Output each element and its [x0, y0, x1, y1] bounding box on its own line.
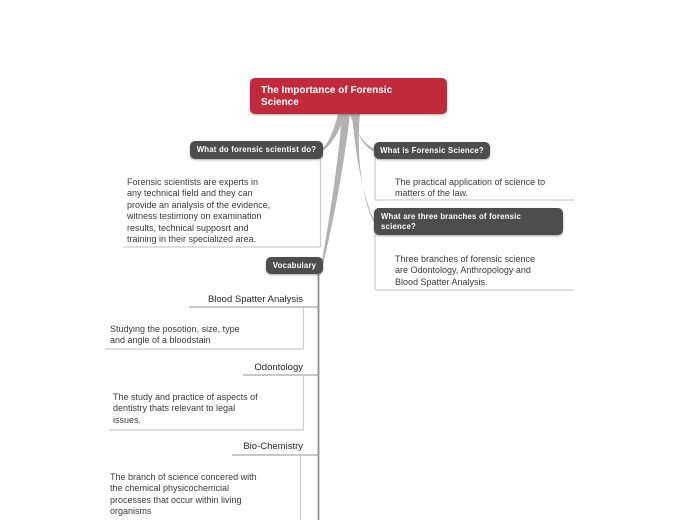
- term-bio-chemistry[interactable]: Bio-Chemistry: [243, 441, 303, 452]
- branch-curve-vocabulary: [321, 114, 350, 266]
- text-line: dentistry thats relevant to legal: [113, 403, 236, 414]
- branch-curve-three-branches: [352, 114, 374, 223]
- note-what-do-answer[interactable]: Forensic scientists are experts in any t…: [127, 177, 270, 245]
- connector-three-branches-note: [374, 234, 574, 291]
- connector-what-do-note: [123, 159, 322, 248]
- text-line: Studying the posotion, size, type: [110, 324, 240, 334]
- root-node[interactable]: The Importance of Forensic Science: [250, 78, 447, 114]
- text-line: Forensic scientists are experts in: [127, 177, 259, 187]
- term-blood-spatter-analysis[interactable]: Blood Spatter Analysis: [207, 294, 303, 305]
- text-line: science?: [381, 221, 416, 231]
- node-what-do-forensic-scientists-do[interactable]: What do forensic scientist do?: [190, 141, 323, 159]
- text-line: issues.: [113, 414, 142, 425]
- text-line: provide an analysis of the evidence,: [127, 199, 271, 210]
- node-vocabulary[interactable]: Vocabulary: [266, 257, 323, 274]
- text-line: witness testimony on examination: [127, 211, 262, 222]
- text-line: The practical application of science to: [395, 177, 546, 187]
- text-line: What are three branches of forensic: [381, 212, 522, 221]
- text-line: training in their specialized area.: [127, 234, 257, 245]
- text-line: The Importance of Forensic: [261, 85, 393, 96]
- text-line: organisms: [110, 506, 152, 517]
- text-line: Science: [261, 96, 299, 108]
- text-line: results, technical supposrt and: [127, 222, 249, 233]
- text-line: processes that occur within living: [110, 494, 242, 505]
- text-line: are Odontology, Anthropology and: [395, 265, 531, 276]
- note-what-is-answer[interactable]: The practical application of science to …: [395, 177, 545, 200]
- definition-blood-spatter[interactable]: Studying the posotion, size, type and an…: [110, 324, 240, 347]
- text-line: any technical field and they can: [127, 188, 253, 199]
- note-three-branches-answer[interactable]: Three branches of forensic science are O…: [395, 254, 535, 288]
- connector-what-is-note: [374, 158, 574, 201]
- text-line: Three branches of forensic science: [395, 254, 536, 264]
- connector-odontology-def: [109, 375, 305, 431]
- branch-curve-what-do: [323, 114, 346, 151]
- text-line: the chemical physicochemcial: [110, 483, 230, 494]
- text-line: The branch of science concered with: [110, 472, 257, 482]
- text-line: The study and practice of aspects of: [113, 392, 258, 402]
- text-line: matters of the law.: [395, 188, 469, 199]
- connector-blood-spatter-def: [105, 307, 305, 350]
- node-three-branches[interactable]: What are three branches of forensic scie…: [374, 208, 563, 235]
- definition-odontology[interactable]: The study and practice of aspects of den…: [113, 392, 258, 426]
- definition-bio-chemistry[interactable]: The branch of science concered with the …: [110, 472, 257, 518]
- node-what-is-forensic-science[interactable]: What is Forensic Science?: [374, 142, 490, 159]
- term-odontology[interactable]: Odontology: [254, 362, 303, 373]
- text-line: and angle of a bloodstain: [110, 335, 211, 346]
- text-line: Blood Spatter Analysis.: [395, 276, 488, 287]
